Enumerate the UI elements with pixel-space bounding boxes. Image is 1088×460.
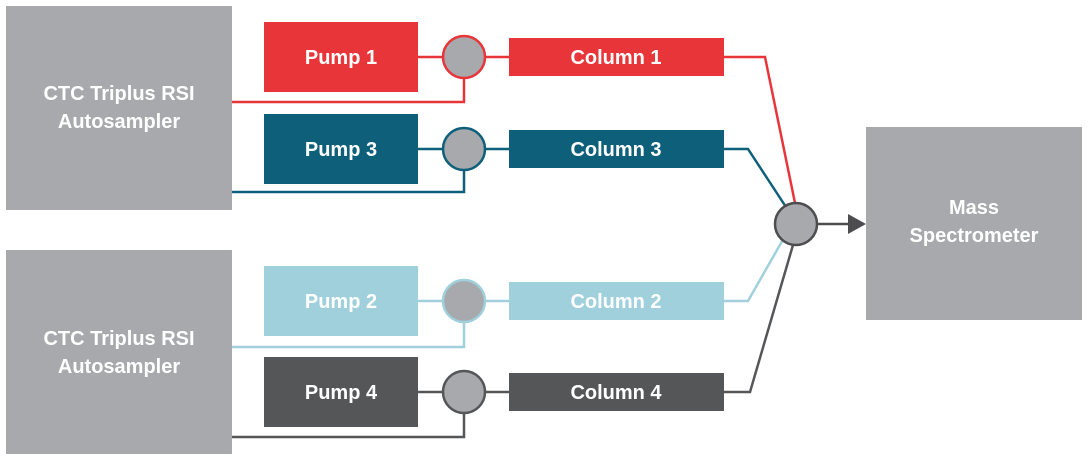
column-3-box <box>509 130 724 168</box>
autosampler-top-label-line2: Autosampler <box>58 111 180 133</box>
channel-4-lines <box>232 244 795 439</box>
mass-spectrometer-box <box>866 127 1082 320</box>
autosampler-top-label-line1: CTC Triplus RSI <box>43 83 194 105</box>
column-1-box <box>509 38 724 76</box>
pump-2-label: Pump 2 <box>305 291 377 313</box>
valve-3-circle <box>441 126 487 172</box>
pump-2-box <box>264 266 418 336</box>
column-3-to-mixer-line <box>724 147 788 208</box>
autosampler-top-box <box>6 6 232 210</box>
channel-2-lines <box>232 235 787 349</box>
valve-2-circle <box>441 278 487 324</box>
mass-spectrometer-label-line2: Spectrometer <box>910 225 1039 247</box>
autosampler-bottom-label-line2: Autosampler <box>58 356 180 378</box>
column-2-to-mixer-line <box>724 235 787 303</box>
pump-4-box <box>264 357 418 427</box>
column-3-label: Column 3 <box>570 139 661 161</box>
autosampler-bottom-box <box>6 250 232 454</box>
mixer-valve-circle <box>773 201 819 247</box>
column-4-to-mixer-line <box>724 244 795 394</box>
pump-1-label: Pump 1 <box>305 47 377 69</box>
autosampler-to-valve-4-line <box>232 413 466 439</box>
autosampler-to-valve-2-line <box>232 322 466 349</box>
autosampler-bottom-label-line1: CTC Triplus RSI <box>43 328 194 350</box>
channel-3-lines <box>232 147 788 208</box>
pump-4-label: Pump 4 <box>305 382 378 404</box>
mass-spectrometer-label-line1: Mass <box>949 197 999 219</box>
pump-3-label: Pump 3 <box>305 139 377 161</box>
column-1-label: Column 1 <box>570 47 661 69</box>
column-2-box <box>509 282 724 320</box>
column-2-label: Column 2 <box>570 291 661 313</box>
autosampler-to-valve-3-line <box>232 170 466 194</box>
column-1-to-mixer-line <box>724 55 797 204</box>
column-4-label: Column 4 <box>570 382 662 404</box>
mixer-to-ms-arrow-head <box>848 214 866 234</box>
column-4-box <box>509 373 724 411</box>
pump-1-box <box>264 22 418 92</box>
valve-4-circle <box>441 369 487 415</box>
channel-1-lines <box>232 55 797 204</box>
autosampler-to-valve-1-line <box>232 78 466 104</box>
valve-1-circle <box>441 34 487 80</box>
pump-3-box <box>264 114 418 184</box>
